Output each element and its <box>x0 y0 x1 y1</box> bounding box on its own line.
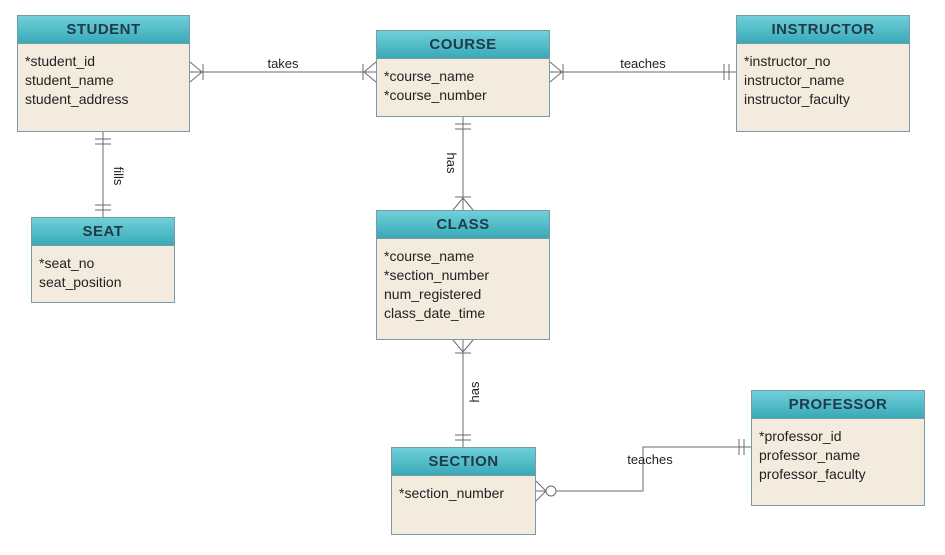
crowfoot-many-class-end <box>452 197 474 211</box>
attribute: *section_number <box>384 267 490 283</box>
label-teaches: teaches <box>620 56 666 71</box>
attribute: *course_name <box>384 248 475 264</box>
line-section-professor <box>536 446 751 492</box>
label-fills: fills <box>111 167 126 186</box>
entity-title: SEAT <box>32 218 174 246</box>
entity-title: CLASS <box>377 211 549 239</box>
attribute: *student_id <box>25 53 96 69</box>
attribute: *course_name <box>384 68 475 84</box>
entity-title: SECTION <box>392 448 535 476</box>
attribute: professor_faculty <box>759 466 866 482</box>
attribute: *seat_no <box>39 255 95 271</box>
attribute: *course_number <box>384 87 487 103</box>
label-has-course-class: has <box>444 153 459 174</box>
attribute: instructor_name <box>744 72 845 88</box>
attribute: instructor_faculty <box>744 91 850 107</box>
attribute-list: *course_name *course_number <box>377 59 549 105</box>
label-has-class-section: has <box>467 381 482 402</box>
attribute-list: *professor_id professor_name professor_f… <box>752 419 924 484</box>
attribute: *professor_id <box>759 428 842 444</box>
attribute-list: *student_id student_name student_address <box>18 44 189 109</box>
attribute: student_address <box>25 91 129 107</box>
crowfoot-many-student-end <box>189 61 203 83</box>
entity-title: PROFESSOR <box>752 391 924 419</box>
entity-instructor[interactable]: INSTRUCTOR *instructor_no instructor_nam… <box>736 15 910 132</box>
entity-seat[interactable]: SEAT *seat_no seat_position <box>31 217 175 303</box>
entity-title: STUDENT <box>18 16 189 44</box>
attribute: *section_number <box>399 485 505 501</box>
attribute: class_date_time <box>384 305 486 321</box>
crowfoot-many-class-bottom <box>452 339 474 353</box>
attribute: student_name <box>25 72 114 88</box>
entity-class[interactable]: CLASS *course_name *section_number num_r… <box>376 210 550 340</box>
crowfoot-many-course-end-2 <box>549 61 563 83</box>
entity-title: COURSE <box>377 31 549 59</box>
attribute-list: *instructor_no instructor_name instructo… <box>737 44 909 109</box>
attribute-list: *seat_no seat_position <box>32 246 174 292</box>
entity-course[interactable]: COURSE *course_name *course_number <box>376 30 550 117</box>
entity-title: INSTRUCTOR <box>737 16 909 44</box>
entity-student[interactable]: STUDENT *student_id student_name student… <box>17 15 190 132</box>
crowfoot-many-course-end <box>363 61 377 83</box>
label-takes: takes <box>267 56 299 71</box>
attribute: *instructor_no <box>744 53 831 69</box>
attribute: professor_name <box>759 447 861 463</box>
attribute: seat_position <box>39 274 122 290</box>
attribute-list: *section_number <box>392 476 535 503</box>
label-teaches-professor: teaches <box>627 452 673 467</box>
attribute: num_registered <box>384 286 482 302</box>
attribute-list: *course_name *section_number num_registe… <box>377 239 549 323</box>
circle-zero-section-end <box>545 485 557 497</box>
entity-section[interactable]: SECTION *section_number <box>391 447 536 535</box>
entity-professor[interactable]: PROFESSOR *professor_id professor_name p… <box>751 390 925 506</box>
